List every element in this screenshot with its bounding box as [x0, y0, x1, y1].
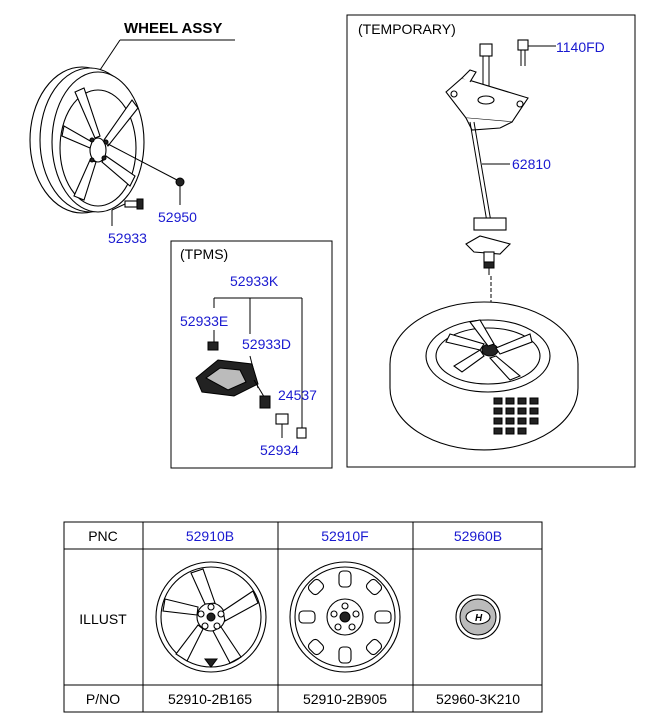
parts-table: PNC ILLUST P/NO 52910B 52910F 52960B 529…	[63, 521, 543, 713]
pno-value-3: 52960-3K210	[436, 691, 520, 707]
callout-62810: 62810	[512, 156, 551, 172]
tpms-label: (TPMS)	[180, 246, 228, 262]
temporary-spare-group: (TEMPORARY) 1140FD 62810	[346, 14, 636, 468]
wheel-nut-icon	[175, 177, 185, 187]
tpms-frame	[170, 240, 333, 469]
wheel-assy-title: WHEEL ASSY	[124, 20, 222, 37]
steel-wheel-icon	[289, 561, 401, 673]
tpms-nut-icon	[207, 341, 219, 351]
tpms-sensor-icon	[195, 359, 271, 409]
table-frame	[63, 521, 543, 713]
callout-52934: 52934	[260, 442, 299, 458]
carrier-bolt-icon	[479, 39, 529, 98]
callout-1140FD: 1140FD	[556, 39, 605, 55]
alloy-wheel-icon	[155, 561, 267, 673]
carrier-bracket-icon	[445, 69, 529, 131]
valve-stem-icon	[124, 198, 144, 210]
temporary-label: (TEMPORARY)	[358, 21, 456, 37]
wheel-rim-illustration	[29, 66, 145, 214]
hub-cap-logo-icon: H	[475, 613, 483, 624]
row-header-pno: P/NO	[86, 691, 120, 707]
wheel-assy-group: WHEEL ASSY 52933	[29, 20, 235, 246]
tpms-group: (TPMS) 52933K 52933E 52933D 24537 52934	[170, 240, 333, 469]
pnc-link-1[interactable]: 52910B	[186, 528, 234, 544]
carrier-hanger-icon	[465, 217, 512, 275]
hub-cap-icon: H	[455, 594, 501, 640]
callout-24537: 24537	[278, 387, 317, 403]
carrier-cable-icon	[469, 121, 493, 229]
pnc-link-2[interactable]: 52910F	[321, 528, 368, 544]
callout-52950: 52950	[158, 209, 197, 225]
temporary-frame	[346, 14, 636, 468]
tire-tread-icon	[493, 397, 539, 435]
callout-52933: 52933	[108, 230, 147, 246]
row-header-pnc: PNC	[88, 528, 118, 544]
pnc-link-3[interactable]: 52960B	[454, 528, 502, 544]
row-header-illust: ILLUST	[79, 611, 127, 627]
callout-52933E: 52933E	[180, 313, 228, 329]
pno-value-2: 52910-2B905	[303, 691, 387, 707]
spare-tire-illustration	[389, 301, 579, 451]
pno-value-1: 52910-2B165	[168, 691, 252, 707]
callout-52933D: 52933D	[242, 336, 291, 352]
callout-52933K: 52933K	[230, 273, 279, 289]
